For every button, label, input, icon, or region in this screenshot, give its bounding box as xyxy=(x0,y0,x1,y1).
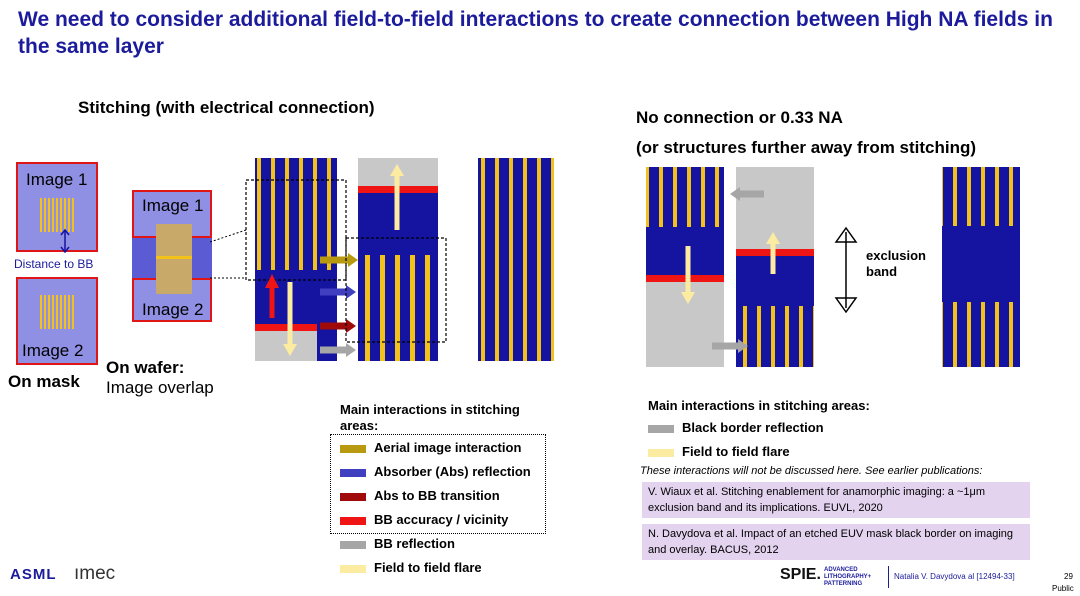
left-legend-label: Field to field flare xyxy=(374,560,482,575)
footer-divider xyxy=(888,566,889,588)
left-legend-label: BB reflection xyxy=(374,536,455,551)
left-legend-heading: Main interactions in stitching areas: xyxy=(340,402,520,433)
spie-sub3: PATTERNING xyxy=(824,581,863,587)
panel-1 xyxy=(245,158,358,361)
slide-title: We need to consider additional field-to-… xyxy=(18,8,1053,58)
left-legend-swatch xyxy=(340,445,366,453)
right-legend-label: Black border reflection xyxy=(682,420,824,435)
no-connection-diagram xyxy=(646,167,1020,367)
left-legend-label: Aerial image interaction xyxy=(374,440,522,455)
field-right xyxy=(942,167,1020,367)
wafer-overlap-box: Image 1 Image 2 xyxy=(132,190,212,322)
right-legend-swatch xyxy=(648,449,674,457)
mask-image2-pattern xyxy=(40,295,74,329)
spie-sub1: ADVANCED xyxy=(824,567,858,573)
page-number: 29 xyxy=(1064,572,1073,581)
panel-2 xyxy=(345,158,447,361)
left-legend-label: BB accuracy / vicinity xyxy=(374,512,509,527)
right-legend-label: Field to field flare xyxy=(682,444,790,459)
mask-image2-label: Image 2 xyxy=(22,341,84,360)
mask-image1-label: Image 1 xyxy=(26,170,88,189)
left-legend-label: Absorber (Abs) reflection xyxy=(374,464,531,479)
overlap-pattern xyxy=(156,224,192,294)
panel-3 xyxy=(478,158,554,361)
wafer-image2-label: Image 2 xyxy=(142,300,204,319)
left-legend-swatch xyxy=(340,565,366,573)
exclusion-band-arrow-icon xyxy=(834,226,858,314)
right-legend-swatch xyxy=(648,425,674,433)
stitching-diagram xyxy=(210,158,554,361)
right-heading-2: (or structures further away from stitchi… xyxy=(636,138,977,157)
reference-2: N. Davydova et al. Impact of an etched E… xyxy=(642,524,1030,560)
field-left xyxy=(646,167,724,367)
right-note: These interactions will not be discussed… xyxy=(640,465,983,477)
exclusion-band-label: exclusion band xyxy=(866,248,926,279)
distance-arrow-icon xyxy=(60,228,70,254)
left-legend-swatch xyxy=(340,541,366,549)
image-overlap-caption: Image overlap xyxy=(106,378,214,397)
left-legend-label: Abs to BB transition xyxy=(374,488,500,503)
classification-label: Public xyxy=(1052,584,1074,593)
author-credit: Natalia V. Davydova al [12494-33] xyxy=(894,572,1015,581)
left-legend-swatch xyxy=(340,493,366,501)
mask-image2-box: Image 2 xyxy=(16,277,98,365)
right-heading-1: No connection or 0.33 NA xyxy=(636,108,843,127)
left-legend-box xyxy=(330,434,546,534)
stitching-heading: Stitching (with electrical connection) xyxy=(78,98,375,117)
spie-sub2: LITHOGRAPHY+ xyxy=(824,574,872,580)
overlap-line xyxy=(156,256,192,259)
left-legend-swatch xyxy=(340,517,366,525)
asml-logo: ASML xyxy=(10,566,57,583)
field-middle xyxy=(712,167,814,367)
right-legend-heading: Main interactions in stitching areas: xyxy=(648,398,870,413)
on-mask-caption: On mask xyxy=(8,372,80,391)
mask-image1-pattern xyxy=(40,198,74,232)
mask-image1-box: Image 1 xyxy=(16,162,98,252)
distance-to-bb-label: Distance to BB xyxy=(14,257,94,271)
spie-subtitle: ADVANCED LITHOGRAPHY+ PATTERNING xyxy=(824,567,871,588)
left-legend-swatch xyxy=(340,469,366,477)
imec-logo: ımec xyxy=(74,563,116,584)
wafer-image1-label: Image 1 xyxy=(142,196,204,215)
spie-logo: SPIE. xyxy=(780,566,821,583)
on-wafer-caption: On wafer: xyxy=(106,358,185,377)
reference-1: V. Wiaux et al. Stitching enablement for… xyxy=(642,482,1030,518)
